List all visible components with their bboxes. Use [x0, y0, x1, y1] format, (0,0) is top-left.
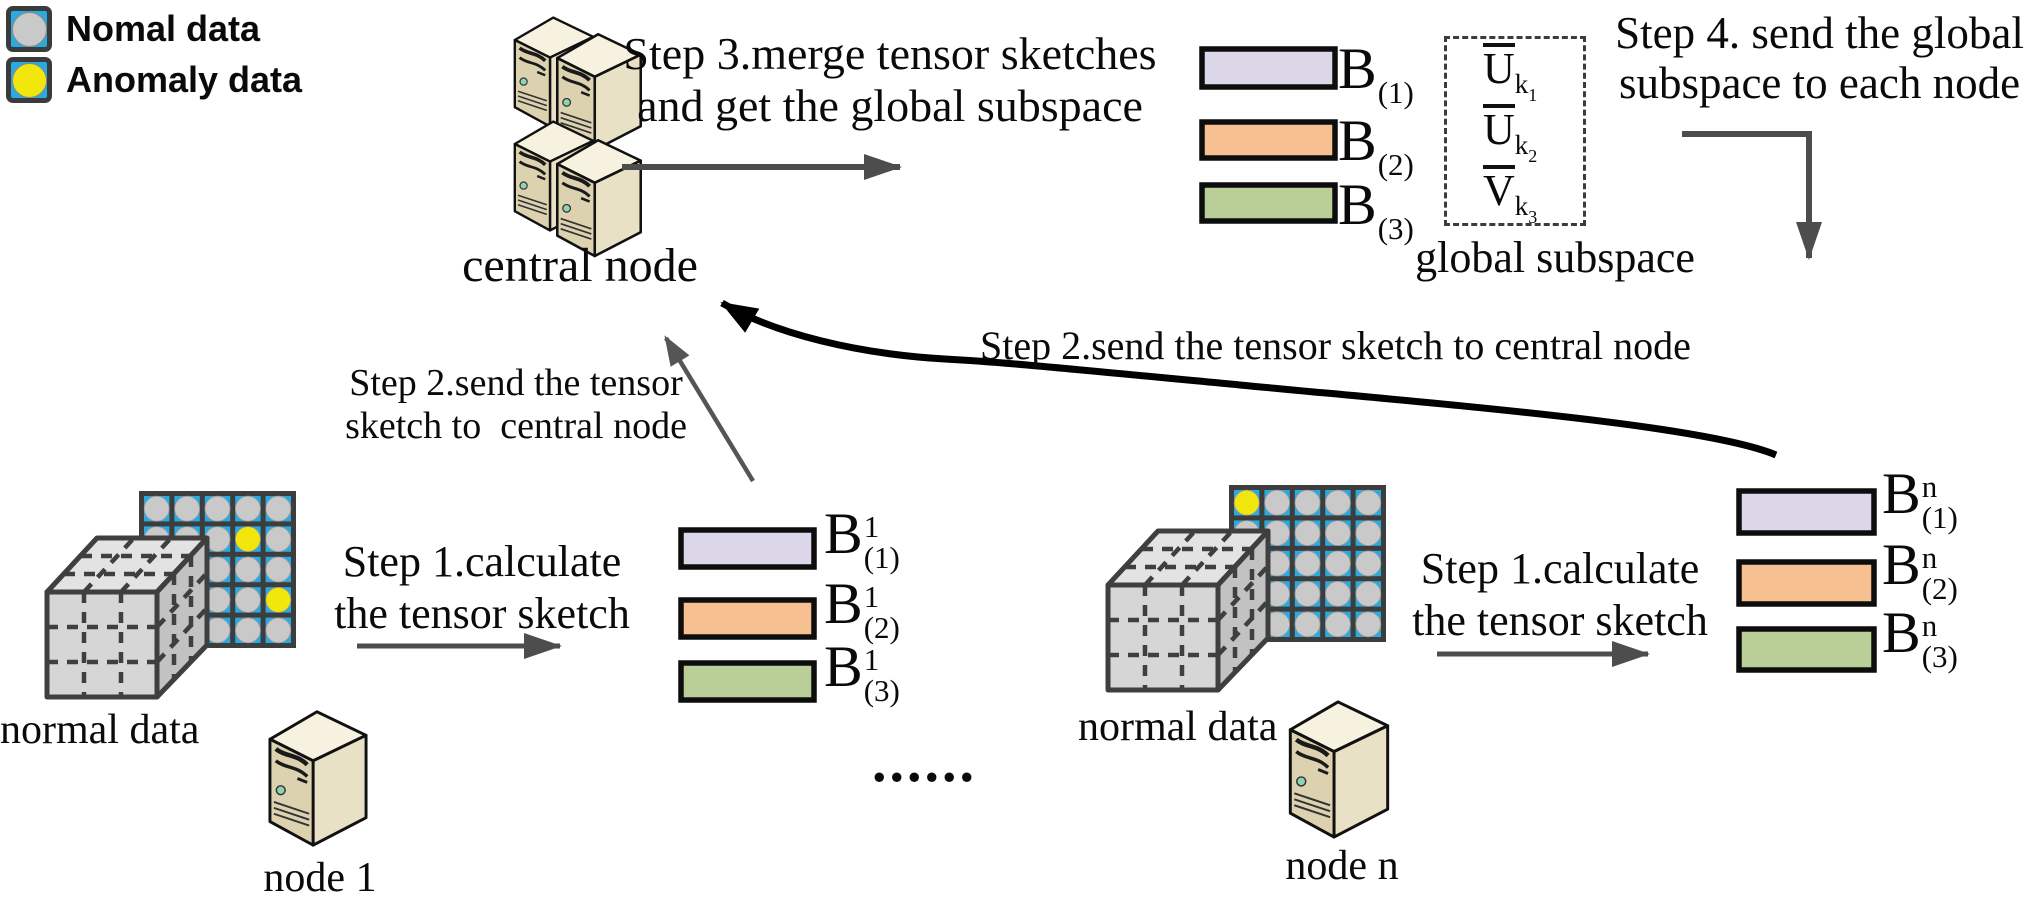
noden-label: node n: [1285, 843, 1399, 889]
bar-b1: [678, 527, 817, 570]
tensor-cube-icon: [1108, 531, 1268, 690]
normal-data-label-left: normal data: [0, 707, 200, 753]
step1-right-label: Step 1.calculate the tensor sketch: [1412, 544, 1708, 645]
node1-sketch-bars: [678, 527, 817, 703]
tensor-data-right: [1108, 485, 1386, 690]
noden-sketch-bars: [1736, 488, 1877, 673]
bar-b1: [1199, 46, 1338, 90]
step2-right-arrow: [720, 299, 1778, 459]
step2-left-arrow: [664, 335, 755, 483]
step2-right-label: Step 2.send the tensor sketch to central…: [980, 323, 1691, 368]
b1-label-central: B(1): [1338, 36, 1414, 110]
anomaly-cell: [1233, 489, 1260, 516]
central-sketch-bars: [1199, 46, 1338, 224]
step4-label: Step 4. send the global subspace to each…: [1615, 8, 2024, 109]
central-node-label: central node: [462, 239, 698, 292]
anomaly-data-icon: [6, 57, 52, 103]
bar-b2: [1736, 559, 1877, 607]
step4-arrow: [1682, 131, 1822, 260]
global-subspace-label: global subspace: [1415, 233, 1695, 282]
legend-item-anomaly: Anomaly data: [6, 57, 302, 103]
bar-b3: [678, 660, 817, 703]
step2-left-label: Step 2.send the tensor sketch to central…: [345, 362, 687, 447]
bar-b2: [678, 597, 817, 640]
legend-label: Nomal data: [66, 8, 261, 49]
tensor-data-left: [47, 491, 296, 697]
step3-label: Step 3.merge tensor sketches and get the…: [623, 28, 1157, 131]
normal-data-label-right: normal data: [1078, 704, 1278, 750]
b3-label-central: B(3): [1338, 172, 1414, 246]
anomaly-cell: [234, 526, 262, 553]
bar-b3: [1199, 182, 1338, 224]
step1-left-label: Step 1.calculate the tensor sketch: [334, 537, 630, 638]
anomaly-cell: [265, 586, 292, 614]
b2-label-central: B(2): [1338, 108, 1414, 182]
legend-item-normal: Nomal data: [6, 6, 260, 52]
global-subspace-box: Uk1 Uk2 Vk3: [1444, 36, 1586, 226]
tensor-cube-icon: [47, 538, 207, 697]
subspace-v3: Vk3: [1483, 165, 1538, 227]
ellipsis-dots: ......: [872, 729, 977, 794]
bar-b3: [1736, 626, 1877, 673]
noden-server-icon: [1290, 702, 1387, 837]
node1-server-icon: [270, 712, 366, 845]
subspace-u1: Uk1: [1483, 43, 1538, 105]
legend-label: Anomaly data: [66, 59, 303, 100]
bar-b2: [1199, 119, 1338, 161]
bar-b1: [1736, 488, 1877, 536]
normal-data-icon: [6, 6, 52, 52]
subspace-u2: Uk2: [1483, 104, 1538, 166]
node1-label: node 1: [263, 855, 377, 900]
